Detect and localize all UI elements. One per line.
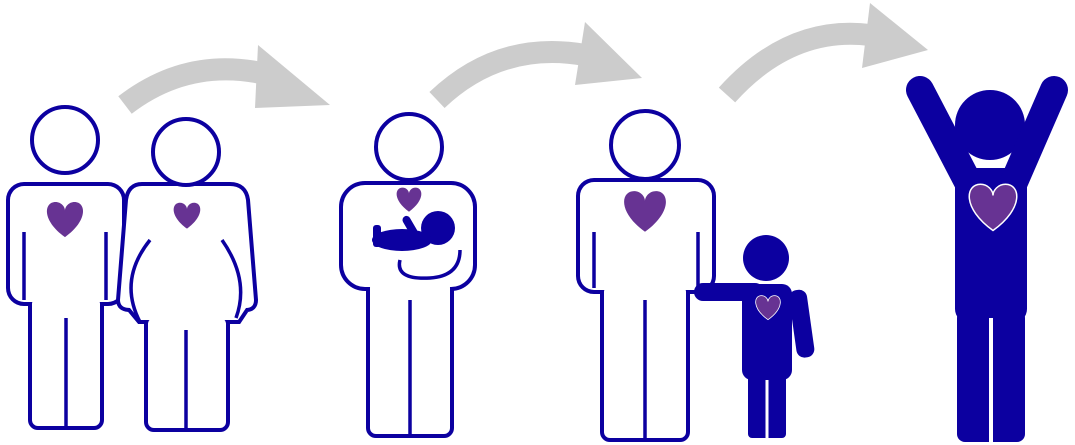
curved-arrow-icon xyxy=(718,3,928,103)
baby-icon xyxy=(372,211,455,251)
child-icon xyxy=(694,235,815,438)
pregnant-woman-icon xyxy=(115,117,259,432)
parent-with-child-icon xyxy=(576,109,815,442)
curved-arrow-icon xyxy=(429,22,642,109)
curved-arrow-icon xyxy=(118,45,330,114)
grown-adult-arms-raised-icon xyxy=(906,76,1068,442)
parent-holding-baby-icon xyxy=(339,112,477,438)
adult-icon xyxy=(6,105,126,430)
